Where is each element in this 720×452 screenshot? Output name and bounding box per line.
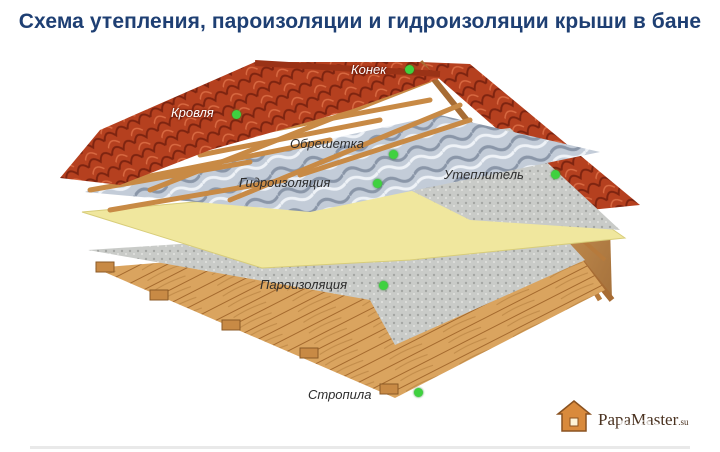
- marker-paroizolyaciya: [379, 281, 388, 290]
- rafter-end: [221, 319, 241, 331]
- batten: [107, 177, 288, 213]
- label-paroizolyaciya: Пароизоляция: [260, 277, 348, 292]
- rafter-ends: [95, 261, 399, 395]
- counter-batten: [227, 102, 463, 203]
- tile-roof-layer: [60, 62, 440, 185]
- house-window-icon: [569, 417, 579, 427]
- rafter-end: [95, 261, 115, 273]
- diagram-title: Схема утепления, пароизоляции и гидроизо…: [18, 10, 702, 33]
- label-gidroizolyaciya: Гидроизоляция: [239, 175, 331, 190]
- counter-batten: [147, 77, 433, 193]
- logo-wordmark: PapaMaster.su: [598, 410, 689, 430]
- marker-uteplitel: [551, 170, 560, 179]
- marker-gidroizolyaciya: [373, 179, 382, 188]
- counter-batten: [297, 117, 473, 178]
- marker-stropila: [414, 388, 423, 397]
- bottom-divider: [30, 446, 690, 449]
- logo-suffix: .su: [678, 417, 689, 427]
- label-uteplitel: Утеплитель: [444, 167, 524, 182]
- batten: [87, 159, 253, 193]
- marker-konek: [405, 65, 414, 74]
- label-konek: Конек: [351, 62, 387, 77]
- rafter-end: [299, 347, 319, 359]
- marker-obreshetka: [389, 150, 398, 159]
- avito-watermark: Avito: [616, 418, 663, 439]
- label-krovlya: Кровля: [171, 105, 214, 120]
- label-stropila: Стропила: [308, 387, 372, 402]
- papamaster-logo: [556, 400, 593, 432]
- logo-brand: PapaMaster: [598, 410, 679, 429]
- marker-krovlya: [232, 110, 241, 119]
- rafter-end: [379, 383, 399, 395]
- house-icon: [556, 400, 593, 432]
- label-obreshetka: Обрешетка: [290, 136, 364, 151]
- battens: [87, 77, 473, 213]
- rafter-end: [149, 289, 169, 301]
